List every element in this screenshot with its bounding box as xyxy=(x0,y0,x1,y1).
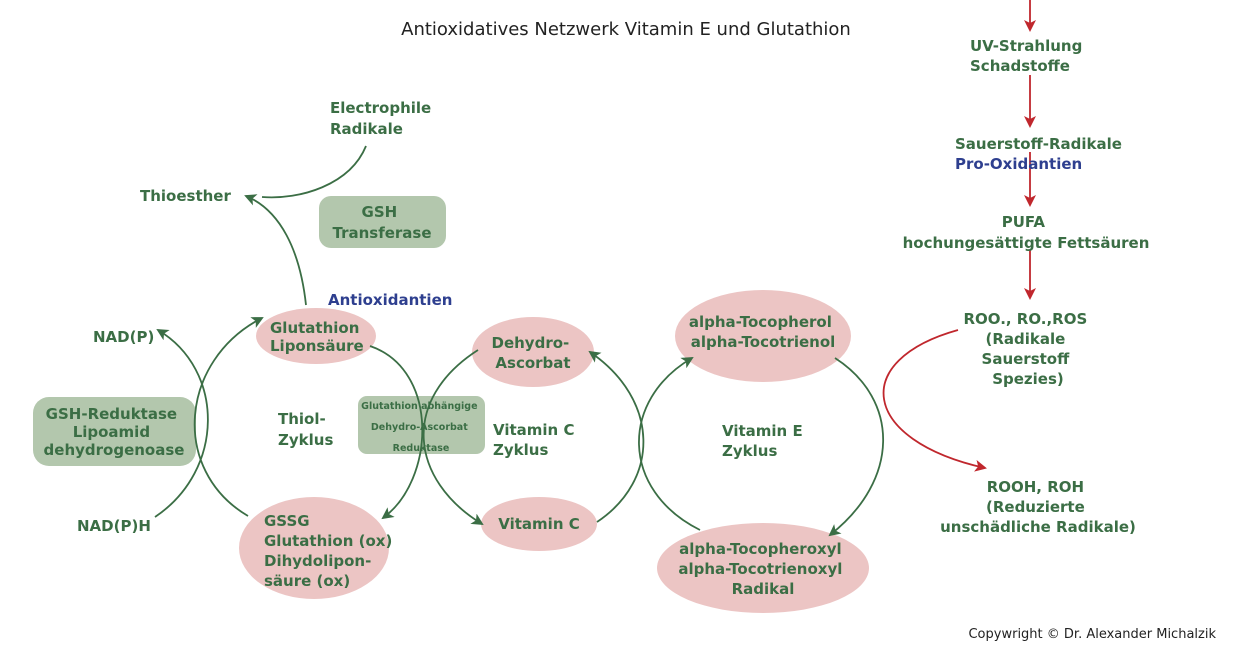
gssg-node-bg xyxy=(239,497,389,599)
vitamin-c-cycle-right-arrow xyxy=(588,350,645,523)
gsh-reduktase-label: GSH-Reduktase Lipoamid dehydrogenoase xyxy=(44,405,185,459)
vitamin-e-cycle-right-arrow xyxy=(828,357,885,537)
tocopherol-node-bg xyxy=(675,290,851,382)
sauerstoff-label: Sauerstoff-Radikale xyxy=(955,135,1122,153)
glutathion-node-bg xyxy=(256,308,376,364)
nadph-to-nadp-arrow xyxy=(154,328,209,518)
tocopheroxyl-label: alpha-Tocopheroxyl alpha-Tocotrienoxyl R… xyxy=(678,540,847,598)
electrophile-to-thioesther-arrow xyxy=(261,145,367,199)
roo-label: ROO., RO.,ROS (Radikale Sauerstoff Spezi… xyxy=(963,310,1092,388)
vitamin-c-zyklus-label: Vitamin C Zyklus xyxy=(493,421,580,459)
rooh-label: ROOH, ROH (Reduzierte unschädliche Radik… xyxy=(940,478,1136,536)
thioesther-label: Thioesther xyxy=(140,187,231,205)
thiol-cycle-left-arrow xyxy=(193,317,264,517)
vitamin-c-cycle-left-arrow xyxy=(422,349,484,526)
prooxidantien-label: Pro-Oxidantien xyxy=(955,155,1082,173)
antioxidantien-label: Antioxidantien xyxy=(328,291,452,309)
gsh-reduktase-box-bg xyxy=(33,397,196,466)
gssg-label: GSSG Glutathion (ox) Dihydolipon- säure … xyxy=(264,512,398,590)
uv-label: UV-Strahlung Schadstoffe xyxy=(970,37,1088,75)
diagram-title: Antioxidatives Netzwerk Vitamin E und Gl… xyxy=(401,19,851,40)
vitamin-e-zyklus-label: Vitamin E Zyklus xyxy=(722,422,808,460)
electrophile-label: Electrophile Radikale xyxy=(330,99,436,138)
tocopheroxyl-node-bg xyxy=(657,523,869,613)
dehydroascorbat-node-bg xyxy=(472,317,594,387)
thiol-zyklus-label: Thiol- Zyklus xyxy=(278,410,333,449)
gsh-transferase-box-bg xyxy=(319,196,446,248)
dehydroascorbat-label: Dehydro- Ascorbat xyxy=(492,334,575,372)
copyright-label: Copywright © Dr. Alexander Michalzik xyxy=(968,627,1216,642)
dehydro-reduktase-label: Glutathion abhängige Dehydro-Ascorbat Re… xyxy=(361,401,481,454)
vitamin-c-node-bg xyxy=(481,497,597,551)
nadph-label: NAD(P)H xyxy=(77,517,151,535)
gsh-transferase-label: GSH Transferase xyxy=(332,203,431,242)
pufa-label: PUFA hochungesättigte Fettsäuren xyxy=(903,213,1150,252)
vitamin-e-cycle-left-arrow xyxy=(638,356,701,531)
roo-to-rooh-arrow xyxy=(882,329,987,472)
vitamin-c-label: Vitamin C xyxy=(498,515,579,533)
glutathion-to-thioesther-arrow xyxy=(244,194,307,306)
tocopherol-label: alpha-Tocopherol alpha-Tocotrienol xyxy=(689,313,837,351)
thiol-cycle-right-arrow xyxy=(369,345,424,520)
nadp-label: NAD(P) xyxy=(93,328,154,346)
glutathion-label: Glutathion Liponsäure xyxy=(270,319,365,355)
